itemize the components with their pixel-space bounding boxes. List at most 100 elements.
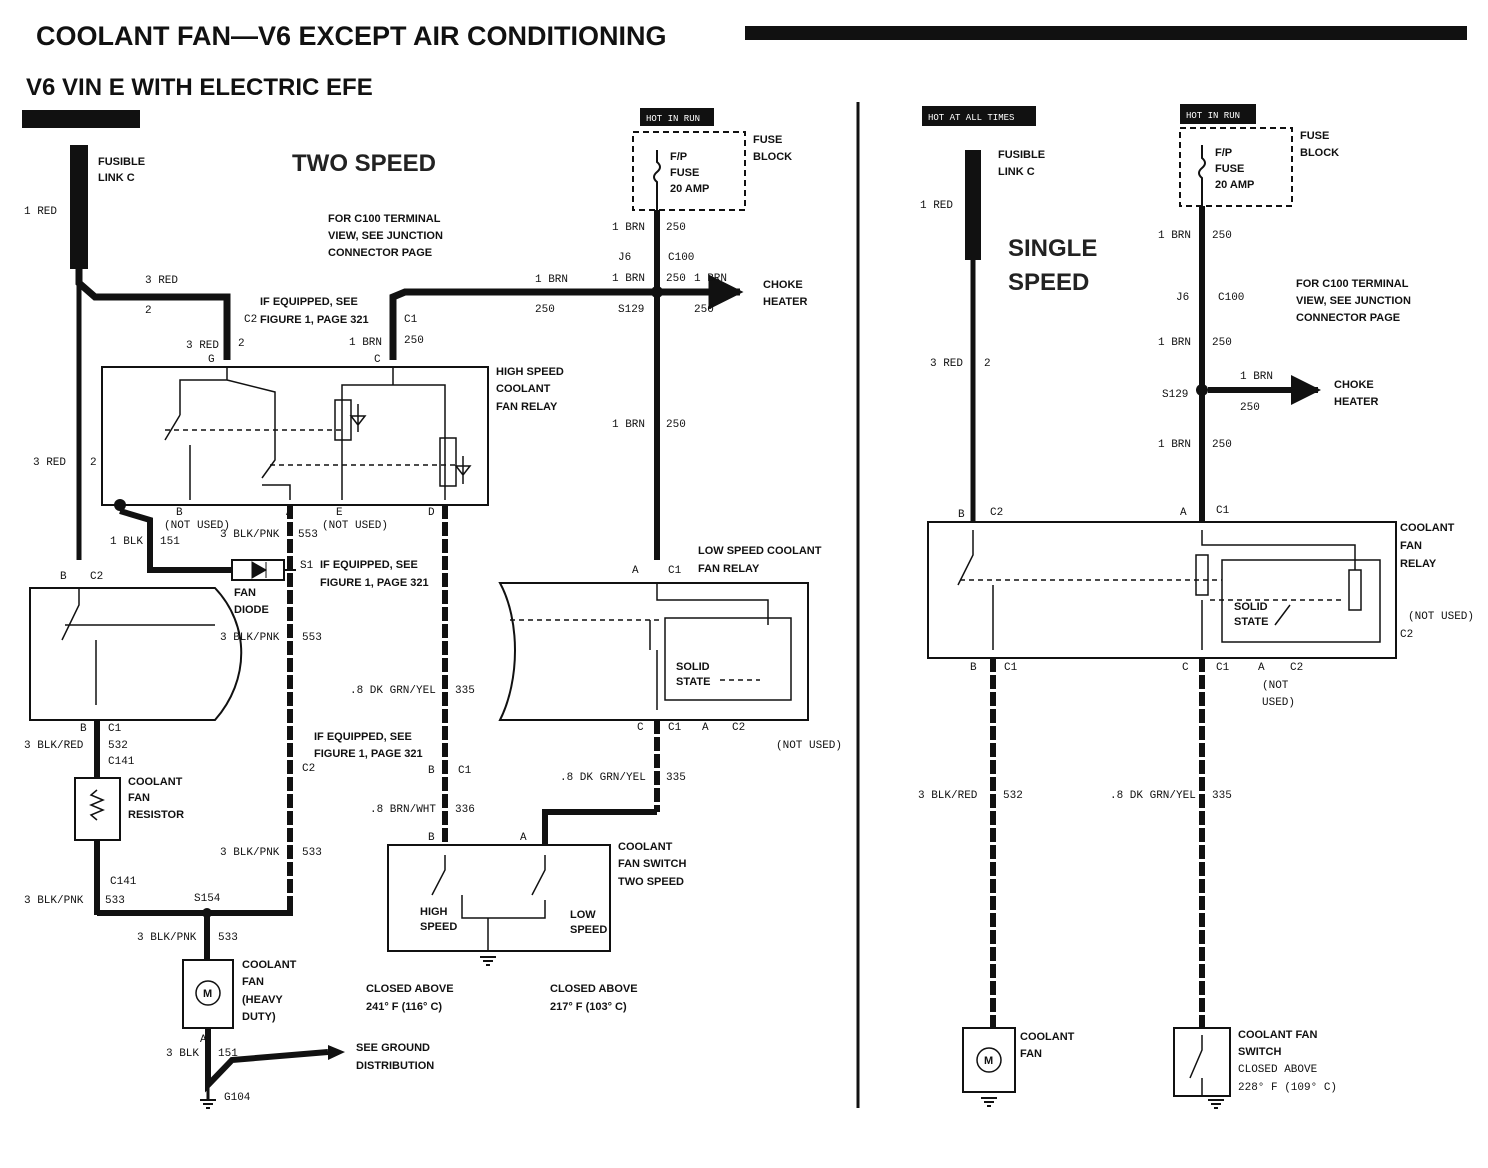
diode-symbol: [251, 561, 268, 579]
label-brnwht: .8 BRN/WHT: [370, 804, 436, 816]
fuse-block-2-label: FUSE: [1300, 130, 1329, 142]
conn-a2: A: [200, 1034, 207, 1046]
low-relay-linkage: [510, 619, 760, 681]
if-equipped-note: IF EQUIPPED, SEE: [260, 296, 358, 308]
label-250-d: 250: [666, 273, 686, 285]
fuse-block-2: [1179, 127, 1293, 207]
fuse-block: [632, 131, 746, 211]
high-relay-label-2: COOLANT: [496, 383, 551, 395]
conn-c2a: C2: [244, 314, 257, 326]
choke-heater-label-2: HEATER: [763, 296, 807, 308]
label-250-s-b: 250: [1212, 337, 1232, 349]
conn-c3: C: [637, 722, 644, 734]
conn-c1b-s: C1: [1004, 662, 1018, 674]
fuse-block-label: FUSE: [753, 134, 782, 146]
hot-in-run-label: HOT IN RUN: [646, 114, 700, 124]
conn-c1e: C1: [668, 722, 682, 734]
closed-241-label: CLOSED ABOVE: [366, 983, 454, 995]
label-250-s-a: 250: [1212, 230, 1232, 242]
label-250-f: 250: [666, 419, 686, 431]
not-used-a-s-2: USED): [1262, 697, 1295, 709]
two-speed-heading: TWO SPEED: [292, 150, 436, 177]
conn-c1d: C1: [668, 565, 682, 577]
high-relay-label-3: FAN RELAY: [496, 401, 558, 413]
label-1-red-2: 1 RED: [920, 200, 953, 212]
c100-note-2: VIEW, SEE JUNCTION: [328, 230, 443, 242]
low-speed-relay: [498, 582, 809, 721]
motor-s-m-glyph: M: [984, 1055, 993, 1067]
relay-s-label: COOLANT: [1400, 522, 1455, 534]
conn-c2b: C2: [302, 763, 315, 775]
ground-point: [114, 499, 126, 511]
fan-diode-label: FAN: [234, 587, 256, 599]
relay-diode-2: [454, 456, 472, 484]
label-dkgrn-a: .8 DK GRN/YEL: [350, 685, 436, 697]
label-250-e: 250: [694, 304, 714, 316]
high-speed-relay: [101, 366, 489, 506]
label-3-red-b: 3 RED: [186, 340, 219, 352]
fuse-2-label: FUSE: [1215, 163, 1244, 175]
page-title: COOLANT FAN—V6 EXCEPT AIR CONDITIONING: [36, 21, 667, 51]
conn-s1: S1: [300, 560, 314, 572]
switch-label-3: TWO SPEED: [618, 876, 684, 888]
conn-s129-2: S129: [1162, 389, 1188, 401]
low-relay-solid-state: [664, 617, 792, 701]
conn-a5: A: [520, 832, 527, 844]
conn-c141b: C141: [110, 876, 137, 888]
not-used-a-s: (NOT: [1262, 680, 1289, 692]
label-1-brn-f: 1 BRN: [612, 419, 645, 431]
single-speed-diagram: SINGLE SPEED HOT AT ALL TIMES HOT IN RUN…: [918, 104, 1474, 1109]
conn-c100-2: C100: [1218, 292, 1244, 304]
label-blkred: 3 BLK/RED: [24, 740, 84, 752]
not-used-b: (NOT USED): [164, 520, 230, 532]
fan-s-ground: [981, 1097, 997, 1107]
label-336: 336: [455, 804, 475, 816]
label-3-red-a: 3 RED: [145, 275, 178, 287]
splice-s129: [651, 286, 663, 298]
resistor-label: COOLANT: [128, 776, 183, 788]
label-533-b: 533: [302, 847, 322, 859]
conn-j6: J6: [618, 252, 631, 264]
fusible-link: [70, 145, 88, 269]
hot-at-all-times-tag: [22, 110, 140, 128]
label-brn-s-a: 1 BRN: [1158, 230, 1191, 242]
low-speed-label-2: SPEED: [570, 924, 607, 936]
conn-s154: S154: [194, 893, 221, 905]
conn-c2c: C2: [90, 571, 103, 583]
wire-1-brn-horizontal: [389, 274, 744, 360]
conn-b2: B: [60, 571, 67, 583]
fuse-block-label-2: BLOCK: [753, 151, 792, 163]
conn-c1b: C1: [108, 723, 122, 735]
label-2-a: 2: [145, 305, 152, 317]
fusible-link-2: [965, 150, 981, 260]
switch-contacts: [431, 855, 546, 950]
label-blkred-s: 3 BLK/RED: [918, 790, 978, 802]
wire-335-c: [542, 809, 657, 845]
label-dkgrn-s: .8 DK GRN/YEL: [1110, 790, 1196, 802]
fuse-label: FUSE: [670, 167, 699, 179]
relay-s-linkage: [960, 579, 1345, 601]
conn-b-sw: B: [428, 765, 435, 777]
fan-motor-icon: [195, 980, 221, 1006]
label-brn-s-d: 1 BRN: [1158, 439, 1191, 451]
resistor-symbol: [89, 789, 105, 821]
conn-c1c-s: C1: [1216, 662, 1230, 674]
conn-c1c: C1: [458, 765, 472, 777]
c100-note-s-3: CONNECTOR PAGE: [1296, 312, 1400, 324]
label-250-a: 250: [404, 335, 424, 347]
if-equipped-s1: IF EQUIPPED, SEE: [320, 559, 418, 571]
fusible-link-2-label-2: LINK C: [998, 166, 1035, 178]
switch-ground: [480, 956, 496, 966]
solid-state-label-2: STATE: [676, 676, 710, 688]
hot-at-all-times-label-2: HOT AT ALL TIMES: [928, 113, 1014, 123]
relay-coil-2: [439, 437, 457, 487]
label-1-red: 1 RED: [24, 206, 57, 218]
splice-s129-2: [1196, 384, 1208, 396]
conn-d: D: [428, 507, 435, 519]
label-533-a: 533: [105, 895, 125, 907]
label-335-b: 335: [666, 772, 686, 784]
high-speed-label: HIGH: [420, 906, 448, 918]
relay-s-coil-2: [1348, 569, 1362, 611]
ground-arrow: [328, 1045, 345, 1060]
low-relay-label: LOW SPEED COOLANT: [698, 545, 822, 557]
